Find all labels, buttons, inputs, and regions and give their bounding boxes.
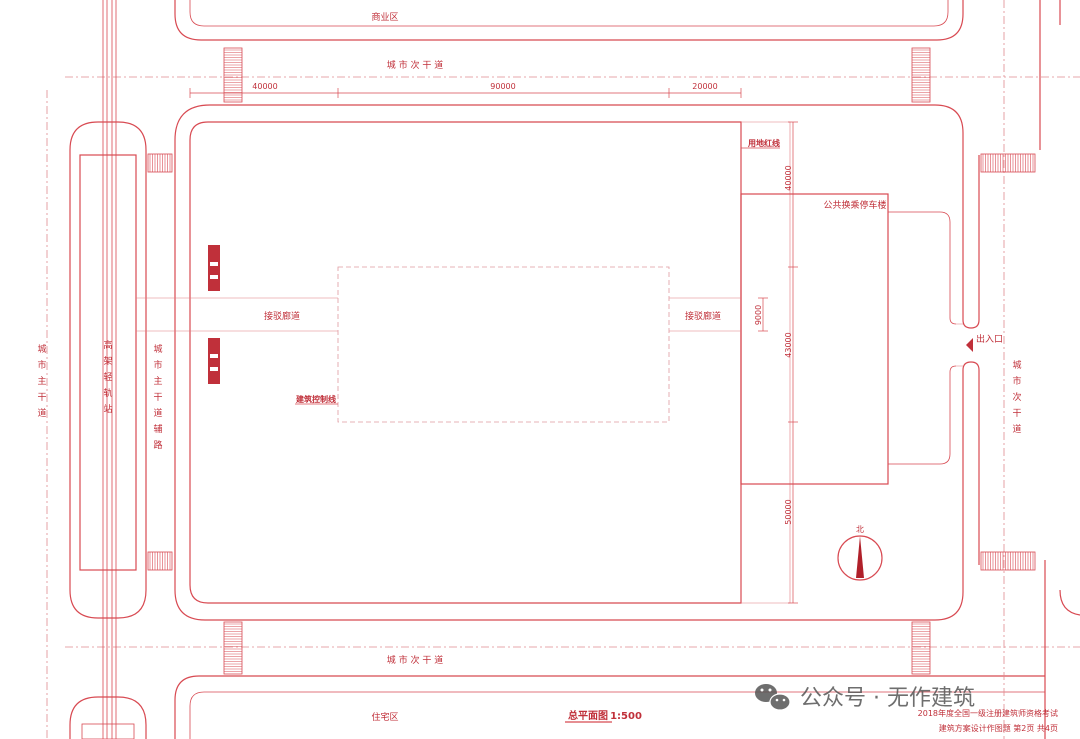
top-dimensions: 40000 90000 20000 (189, 82, 742, 98)
entrance-exit: 出入口 (966, 333, 1003, 352)
main-road-aux-label: 城 市 主 干 道 辅 路 (153, 344, 162, 451)
plan-scale: 1:500 (610, 711, 642, 722)
commercial-zone-label: 商业区 (371, 11, 398, 23)
dim-right-1: 40000 (784, 165, 793, 190)
svg-text:次: 次 (1012, 391, 1021, 403)
plan-title: 总平面图 (568, 709, 608, 722)
wechat-icon (755, 684, 791, 711)
svg-text:轻: 轻 (103, 371, 112, 383)
right-dimensions: 40000 43000 50000 9000 (754, 121, 798, 604)
svg-text:城: 城 (37, 344, 46, 355)
site-block (136, 104, 980, 621)
dim-top-2: 90000 (490, 82, 515, 91)
svg-text:干: 干 (153, 392, 162, 403)
corridor-right-label: 接驳廊道 (685, 310, 721, 322)
svg-text:路: 路 (153, 439, 162, 451)
svg-text:城: 城 (153, 344, 162, 355)
svg-text:站: 站 (103, 403, 112, 415)
dim-right-3: 50000 (784, 499, 793, 524)
main-road-left-label: 城 市 主 干 道 (37, 344, 46, 419)
entrance-exit-label: 出入口 (976, 333, 1003, 345)
commercial-block (174, 0, 964, 41)
rail-track (69, 0, 147, 739)
svg-text:城: 城 (1012, 360, 1021, 371)
svg-text:辅: 辅 (153, 423, 162, 435)
svg-text:道: 道 (153, 407, 162, 419)
residential-block (174, 675, 1045, 739)
crosswalk-3 (911, 621, 931, 675)
entrance-arrow-icon (966, 338, 973, 352)
left-crossing-markers (208, 245, 220, 384)
dim-top-1: 40000 (252, 82, 277, 91)
residential-zone-label: 住宅区 (371, 711, 398, 723)
corridor-left-label: 接驳廊道 (264, 310, 300, 322)
secondary-road-right-label: 城 市 次 干 道 (1012, 360, 1021, 435)
svg-text:干: 干 (1012, 408, 1021, 419)
svg-text:市: 市 (1012, 375, 1021, 387)
dim-top-3: 20000 (692, 82, 717, 91)
watermark: 公众号 · 无作建筑 (755, 684, 975, 711)
north-label: 北 (856, 525, 864, 534)
svg-text:轨: 轨 (103, 387, 112, 399)
public-transfer-parking-label: 公共换乘停车楼 (823, 199, 886, 211)
watermark-text: 公众号 · 无作建筑 (800, 686, 975, 711)
north-arrow-icon: 北 (837, 525, 883, 581)
svg-text:主: 主 (153, 375, 162, 387)
svg-text:市: 市 (153, 359, 162, 371)
property-red-line-label: 用地红线 (747, 138, 780, 148)
dim-corridor: 9000 (754, 305, 763, 325)
svg-text:干: 干 (37, 392, 46, 403)
rail-station-label: 高 架 轻 轨 站 (103, 339, 112, 415)
crosswalk-2 (223, 621, 243, 675)
footer-line1: 2018年度全国一级注册建筑师资格考试 (918, 708, 1058, 718)
svg-text:道: 道 (37, 407, 46, 419)
footer-line2: 建筑方案设计作图题 第2页 共4页 (939, 723, 1058, 733)
svg-text:高: 高 (103, 339, 112, 351)
dim-right-2: 43000 (784, 332, 793, 357)
secondary-road-bottom-label: 城 市 次 干 道 (387, 654, 443, 666)
svg-text:架: 架 (103, 356, 112, 367)
crosswalks (147, 47, 1036, 675)
svg-text:主: 主 (37, 375, 46, 387)
svg-text:市: 市 (37, 359, 46, 371)
svg-text:道: 道 (1012, 423, 1021, 435)
building-control-line-label: 建筑控制线 (295, 394, 336, 404)
secondary-road-top-label: 城 市 次 干 道 (387, 59, 443, 71)
